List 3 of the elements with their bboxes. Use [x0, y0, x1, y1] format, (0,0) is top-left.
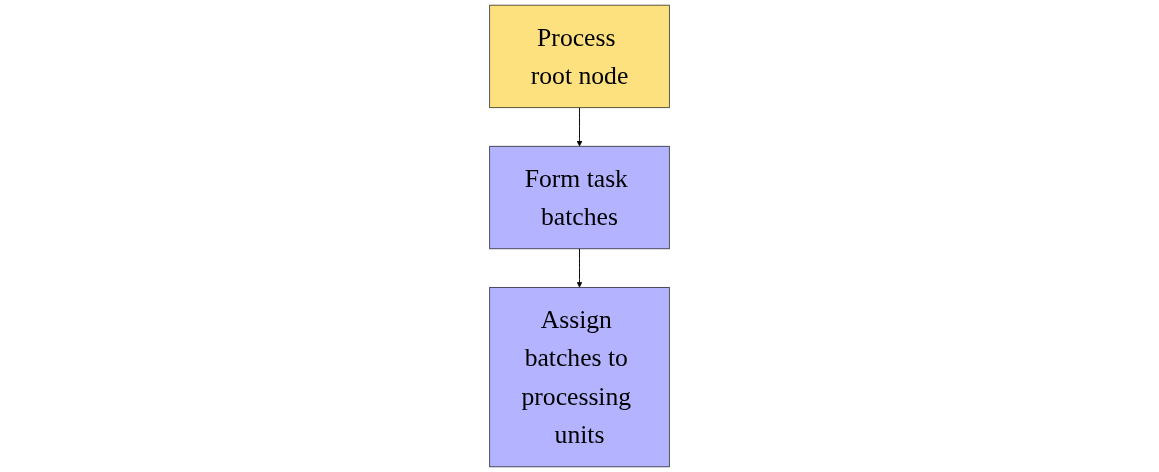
node-box: Process root node [489, 4, 670, 109]
node-box: Assign batches to processing units [489, 287, 670, 468]
node-box: Form task batches [489, 145, 670, 250]
